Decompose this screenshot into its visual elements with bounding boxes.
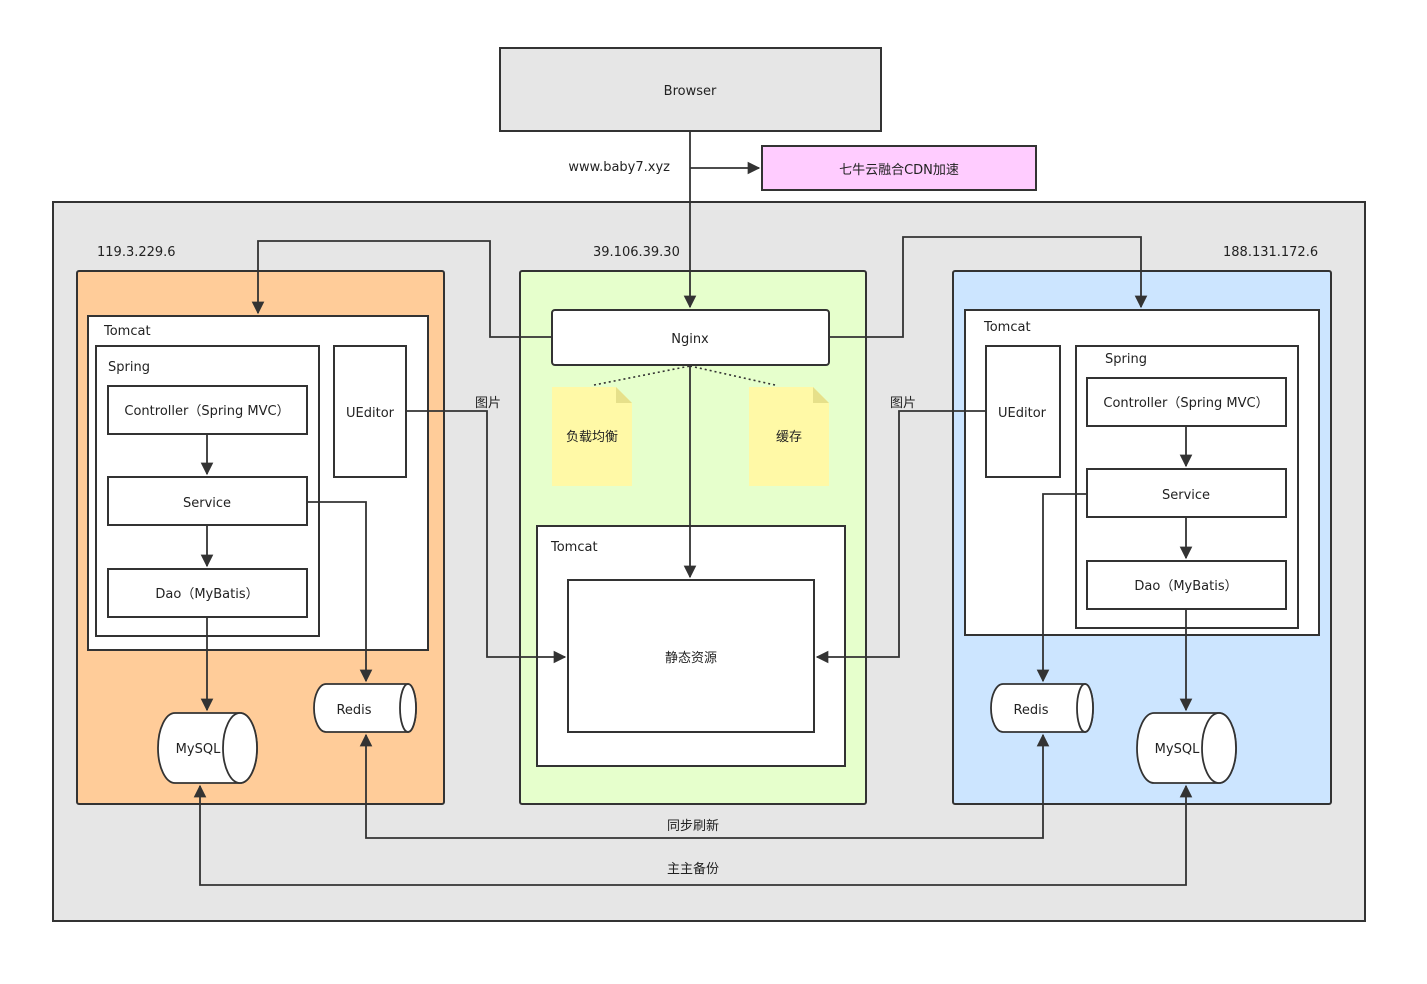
right-server-ip: 188.131.172.6 — [1223, 245, 1318, 260]
note-load-balance-label: 负载均衡 — [566, 430, 618, 445]
right-controller-box — [1086, 377, 1287, 427]
edge-sync-label: 同步刷新 — [667, 818, 719, 834]
domain-label: www.baby7.xyz — [568, 160, 670, 175]
right-mysql-label: MySQL — [1155, 742, 1200, 757]
right-controller-label: Controller（Spring MVC） — [1103, 396, 1268, 411]
right-dao-box — [1086, 560, 1287, 610]
left-redis-label: Redis — [336, 703, 371, 718]
note-cache-label: 缓存 — [776, 430, 802, 445]
left-ueditor-label: UEditor — [346, 406, 395, 421]
left-spring-label: Spring — [108, 360, 150, 375]
left-redis-node: Redis — [313, 683, 417, 733]
cdn-label: 七牛云融合CDN加速 — [839, 163, 959, 178]
static-resource-label: 静态资源 — [665, 651, 717, 666]
nginx-label: Nginx — [671, 332, 709, 347]
edge-left-ueditor-static — [406, 410, 567, 664]
edge-image-right-label: 图片 — [890, 396, 916, 411]
left-service-box — [107, 476, 308, 526]
left-ueditor-box — [333, 345, 407, 478]
left-controller-label: Controller（Spring MVC） — [124, 404, 289, 419]
right-redis-label: Redis — [1013, 703, 1048, 718]
edge-right-ueditor-static — [815, 410, 986, 664]
right-tomcat-label: Tomcat — [983, 320, 1031, 335]
right-server: Tomcat UEditor Spring Controller（Spring … — [952, 270, 1332, 805]
left-service-label: Service — [183, 496, 231, 511]
right-ueditor-box — [985, 345, 1061, 478]
center-tomcat-label: Tomcat — [550, 540, 598, 555]
left-mysql-label: MySQL — [176, 742, 221, 757]
left-dao-label: Dao（MyBatis） — [155, 587, 258, 602]
edge-left-service-redis — [307, 501, 373, 683]
browser-node: Browser — [499, 47, 882, 132]
cdn-node: 七牛云融合CDN加速 — [761, 145, 1037, 191]
edge-nginx-right-tomcat — [829, 236, 1148, 338]
left-server-ip: 119.3.229.6 — [97, 245, 176, 260]
right-spring-label: Spring — [1105, 352, 1147, 367]
note-load-balance: 负载均衡 — [552, 387, 632, 486]
edge-nginx-left-tomcat — [251, 240, 552, 338]
browser-label: Browser — [664, 84, 717, 99]
edge-right-service-redis — [1036, 493, 1087, 683]
right-redis-node: Redis — [990, 683, 1094, 733]
left-dao-box — [107, 568, 308, 618]
right-mysql-node: MySQL — [1136, 712, 1237, 784]
left-tomcat-label: Tomcat — [103, 324, 151, 339]
left-server: Tomcat Spring Controller（Spring MVC） Ser… — [76, 270, 445, 805]
center-server-ip: 39.106.39.30 — [593, 245, 680, 260]
right-ueditor-label: UEditor — [998, 406, 1047, 421]
edge-backup-label: 主主备份 — [667, 861, 719, 877]
left-mysql-node: MySQL — [157, 712, 258, 784]
edge-mysql-backup — [193, 784, 1193, 886]
right-service-box — [1086, 468, 1287, 518]
static-resource-box — [567, 579, 815, 733]
right-dao-label: Dao（MyBatis） — [1134, 579, 1237, 594]
note-cache: 缓存 — [749, 387, 829, 486]
center-server: Nginx 负载均衡 缓存 Tomcat 静态资源 — [519, 270, 867, 805]
right-service-label: Service — [1162, 488, 1210, 503]
note-lb-link — [593, 365, 691, 386]
edge-image-left-label: 图片 — [475, 396, 501, 411]
